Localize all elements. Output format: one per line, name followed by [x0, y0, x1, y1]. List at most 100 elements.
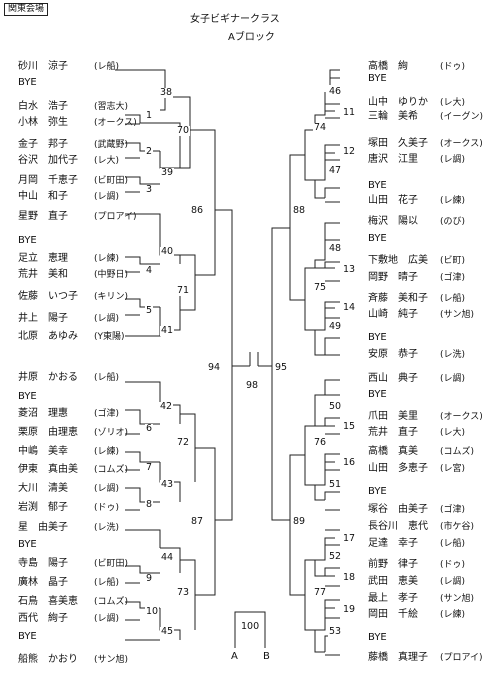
bout-45: 45: [160, 626, 175, 637]
bout-100: 100: [240, 621, 261, 632]
final-label-a: A: [231, 651, 238, 662]
bout-70: 70: [176, 125, 191, 136]
player-name: 最上 孝子: [368, 593, 418, 604]
bout-4: 4: [145, 265, 154, 276]
player-name: 岡田 千絵: [368, 609, 418, 620]
player-team: (レ練): [94, 254, 120, 264]
bout-2: 2: [145, 146, 154, 157]
bout-14: 14: [342, 302, 357, 313]
player-name: 佐藤 いつ子: [18, 291, 78, 302]
bout-9: 9: [145, 573, 154, 584]
player-name: 石鳥 喜美恵: [18, 596, 78, 607]
player-name: BYE: [368, 332, 387, 343]
player-team: (レ練): [440, 196, 466, 206]
bout-88: 88: [292, 205, 307, 216]
player-team: (キリン): [94, 292, 129, 302]
player-name: 下敷地 広美: [368, 255, 428, 266]
bout-6: 6: [145, 423, 154, 434]
bout-8: 8: [145, 499, 154, 510]
player-name: 高橋 絢: [368, 61, 408, 72]
player-name: BYE: [368, 632, 387, 643]
player-team: (ドゥ): [440, 560, 466, 570]
player-team: (武蔵野): [94, 140, 129, 150]
bout-39: 39: [160, 167, 175, 178]
bout-75: 75: [313, 282, 328, 293]
player-name: 西代 絢子: [18, 613, 68, 624]
bout-15: 15: [342, 421, 357, 432]
player-team: (イーグン): [440, 112, 484, 122]
player-name: 小林 弥生: [18, 117, 68, 128]
player-name: 中山 和子: [18, 191, 68, 202]
player-name: BYE: [18, 391, 37, 402]
player-name: 北原 あゆみ: [18, 331, 78, 342]
player-team: (ゴ津): [94, 409, 120, 419]
bout-44: 44: [160, 552, 175, 563]
player-team: (レ大): [440, 428, 466, 438]
player-name: 安原 恭子: [368, 349, 418, 360]
bout-19: 19: [342, 604, 357, 615]
bout-50: 50: [328, 401, 343, 412]
bout-13: 13: [342, 264, 357, 275]
player-team: (ドゥ): [440, 62, 466, 72]
player-name: BYE: [368, 180, 387, 191]
player-team: (レ洗): [440, 350, 466, 360]
player-name: BYE: [18, 235, 37, 246]
player-name: 岡野 晴子: [368, 272, 418, 283]
player-name: 梅沢 陽以: [368, 216, 418, 227]
bout-42: 42: [159, 401, 174, 412]
player-team: (ゾリオ): [94, 428, 129, 438]
bout-94: 94: [207, 362, 222, 373]
player-name: 唐沢 江里: [368, 154, 418, 165]
player-name: 足達 幸子: [368, 538, 418, 549]
player-team: (ゴ津): [440, 273, 466, 283]
player-name: 廣林 晶子: [18, 577, 68, 588]
bout-89: 89: [292, 516, 307, 527]
player-name: 塚田 久美子: [368, 138, 428, 149]
player-name: 伊東 真由美: [18, 464, 78, 475]
player-team: (プロアイ): [94, 212, 137, 222]
bout-41: 41: [160, 325, 175, 336]
player-name: 星 由美子: [18, 522, 68, 533]
player-name: 足立 恵理: [18, 253, 68, 264]
player-team: (中野日): [94, 270, 129, 280]
player-team: (オークス): [94, 118, 137, 128]
player-name: 長谷川 恵代: [368, 521, 428, 532]
player-name: 西山 典子: [368, 373, 418, 384]
player-team: (サン旭): [440, 594, 475, 604]
player-name: 金子 邦子: [18, 139, 68, 150]
bout-1: 1: [145, 110, 154, 121]
venue-label: 関東会場: [4, 3, 49, 16]
bout-5: 5: [145, 305, 154, 316]
bout-73: 73: [176, 587, 191, 598]
player-team: (コムズ): [94, 465, 129, 475]
player-team: (コムズ): [440, 447, 475, 457]
player-name: 井原 かおる: [18, 372, 78, 383]
player-name: 月岡 千恵子: [18, 175, 78, 186]
player-name: BYE: [18, 77, 37, 88]
bout-52: 52: [328, 551, 343, 562]
player-name: 白水 浩子: [18, 101, 68, 112]
player-name: 岩渕 郁子: [18, 502, 68, 513]
player-team: (サン旭): [94, 655, 129, 665]
player-team: (レ洗): [94, 523, 120, 533]
bout-17: 17: [342, 533, 357, 544]
bout-11: 11: [342, 107, 357, 118]
player-name: 荒井 直子: [368, 427, 418, 438]
bout-72: 72: [176, 437, 191, 448]
bout-46: 46: [328, 86, 343, 97]
player-name: 星野 直子: [18, 211, 68, 222]
bracket-title: 女子ビギナークラス: [190, 14, 280, 25]
player-team: (オークス): [440, 412, 483, 422]
bout-74: 74: [313, 122, 328, 133]
bout-76: 76: [313, 437, 328, 448]
bout-98: 98: [245, 380, 260, 391]
player-team: (レ調): [440, 577, 466, 587]
player-team: (レ船): [94, 373, 120, 383]
player-team: (レ大): [440, 98, 466, 108]
bout-95: 95: [274, 362, 289, 373]
bout-43: 43: [160, 479, 175, 490]
player-name: 藤橋 真理子: [368, 652, 428, 663]
player-name: 山中 ゆりか: [368, 97, 428, 108]
player-name: 寺島 陽子: [18, 558, 68, 569]
